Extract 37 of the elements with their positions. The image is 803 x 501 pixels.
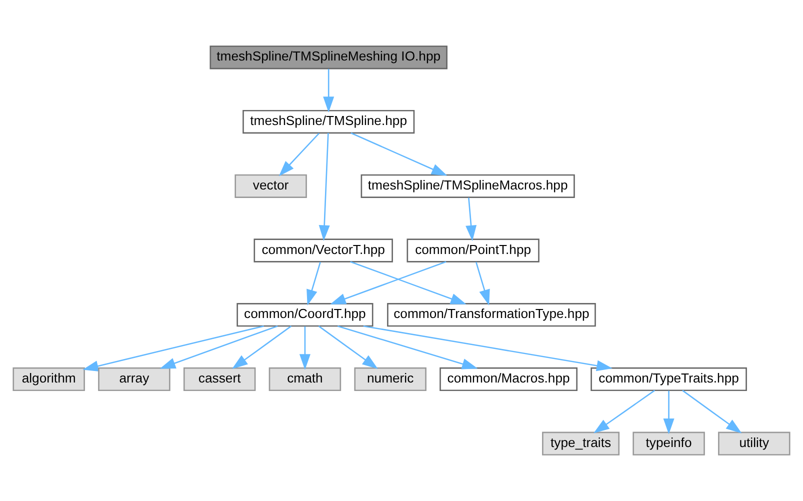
- node-box: common/VectorT.hpp: [254, 238, 393, 262]
- arrow: [363, 325, 612, 372]
- arrow: [337, 325, 478, 370]
- node-box: common/Macros.hpp: [440, 367, 578, 392]
- node-box: cmath: [268, 367, 342, 392]
- arrow: [663, 390, 674, 434]
- arrow: [682, 390, 742, 434]
- node-box: algorithm: [12, 367, 85, 392]
- arrow: [594, 390, 656, 434]
- arrow: [306, 262, 321, 306]
- node-box: tmeshSpline/TMSpline.hpp: [242, 110, 415, 134]
- arrow: [466, 198, 477, 242]
- node-box: vector: [234, 174, 307, 198]
- arrow: [318, 132, 330, 241]
- node-box: type_traits: [542, 432, 620, 456]
- node-box: numeric: [354, 367, 426, 392]
- arrow: [278, 132, 320, 176]
- node-box: tmeshSpline/TMSplineMeshing IO.hpp: [210, 46, 448, 70]
- arrow: [232, 326, 292, 369]
- node-box: common/TransformationType.hpp: [387, 303, 596, 327]
- node-box: tmeshSpline/TMSplineMacros.hpp: [360, 174, 575, 198]
- node-box: common/CoordT.hpp: [236, 303, 374, 327]
- node-box: utility: [718, 432, 790, 456]
- arrow: [299, 326, 310, 370]
- arrow: [350, 261, 466, 304]
- arrow: [318, 326, 378, 369]
- node-box: common/PointT.hpp: [406, 238, 540, 262]
- node-box: typeinfo: [632, 432, 705, 456]
- arrow: [350, 132, 448, 176]
- arrow: [330, 261, 446, 304]
- arrow: [160, 325, 278, 369]
- node-box: common/TypeTraits.hpp: [590, 367, 747, 392]
- arrow: [475, 262, 490, 306]
- node-box: cassert: [183, 367, 256, 392]
- arrow: [82, 325, 264, 372]
- node-box: array: [98, 367, 170, 392]
- arrow: [323, 68, 334, 112]
